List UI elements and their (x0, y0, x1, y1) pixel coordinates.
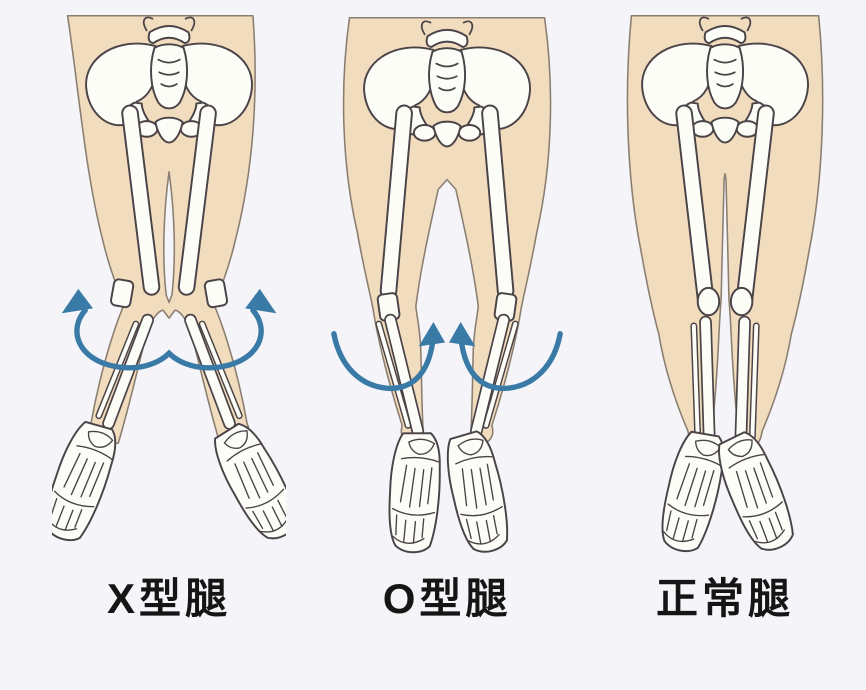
foot-right (711, 425, 800, 559)
patella-left (110, 278, 135, 309)
caption-x-legs: X型腿 (107, 575, 232, 622)
femur-bones (121, 104, 217, 296)
arrowhead-right-icon (245, 288, 277, 314)
shin-bones (375, 313, 519, 438)
foot-left (379, 427, 450, 557)
figure-o-legs: O型腿 (330, 6, 564, 620)
caption-o-legs: O型腿 (382, 575, 512, 622)
patella-right (729, 286, 754, 317)
foot-right (442, 427, 512, 557)
caption-normal-legs: 正常腿 (656, 575, 795, 622)
o-legs-illustration (331, 16, 563, 557)
arrowhead-right-icon (448, 322, 476, 347)
shin-bones (95, 313, 243, 430)
foot-right (206, 415, 287, 549)
femur-bones (379, 104, 515, 300)
patella-left (696, 286, 721, 317)
rotation-arrows-inward (331, 322, 563, 392)
patella-right (203, 278, 229, 309)
femur-bones (675, 104, 775, 308)
x-legs-illustration (52, 14, 287, 549)
figure-x-legs: X型腿 (52, 6, 287, 622)
normal-legs-illustration (626, 14, 824, 559)
shin-bones (690, 315, 760, 452)
figure-normal-legs: 正常腿 (608, 6, 842, 620)
rotation-arrows-outward (61, 288, 277, 371)
arrowhead-left-icon (418, 322, 446, 347)
arrowhead-left-icon (61, 288, 93, 314)
